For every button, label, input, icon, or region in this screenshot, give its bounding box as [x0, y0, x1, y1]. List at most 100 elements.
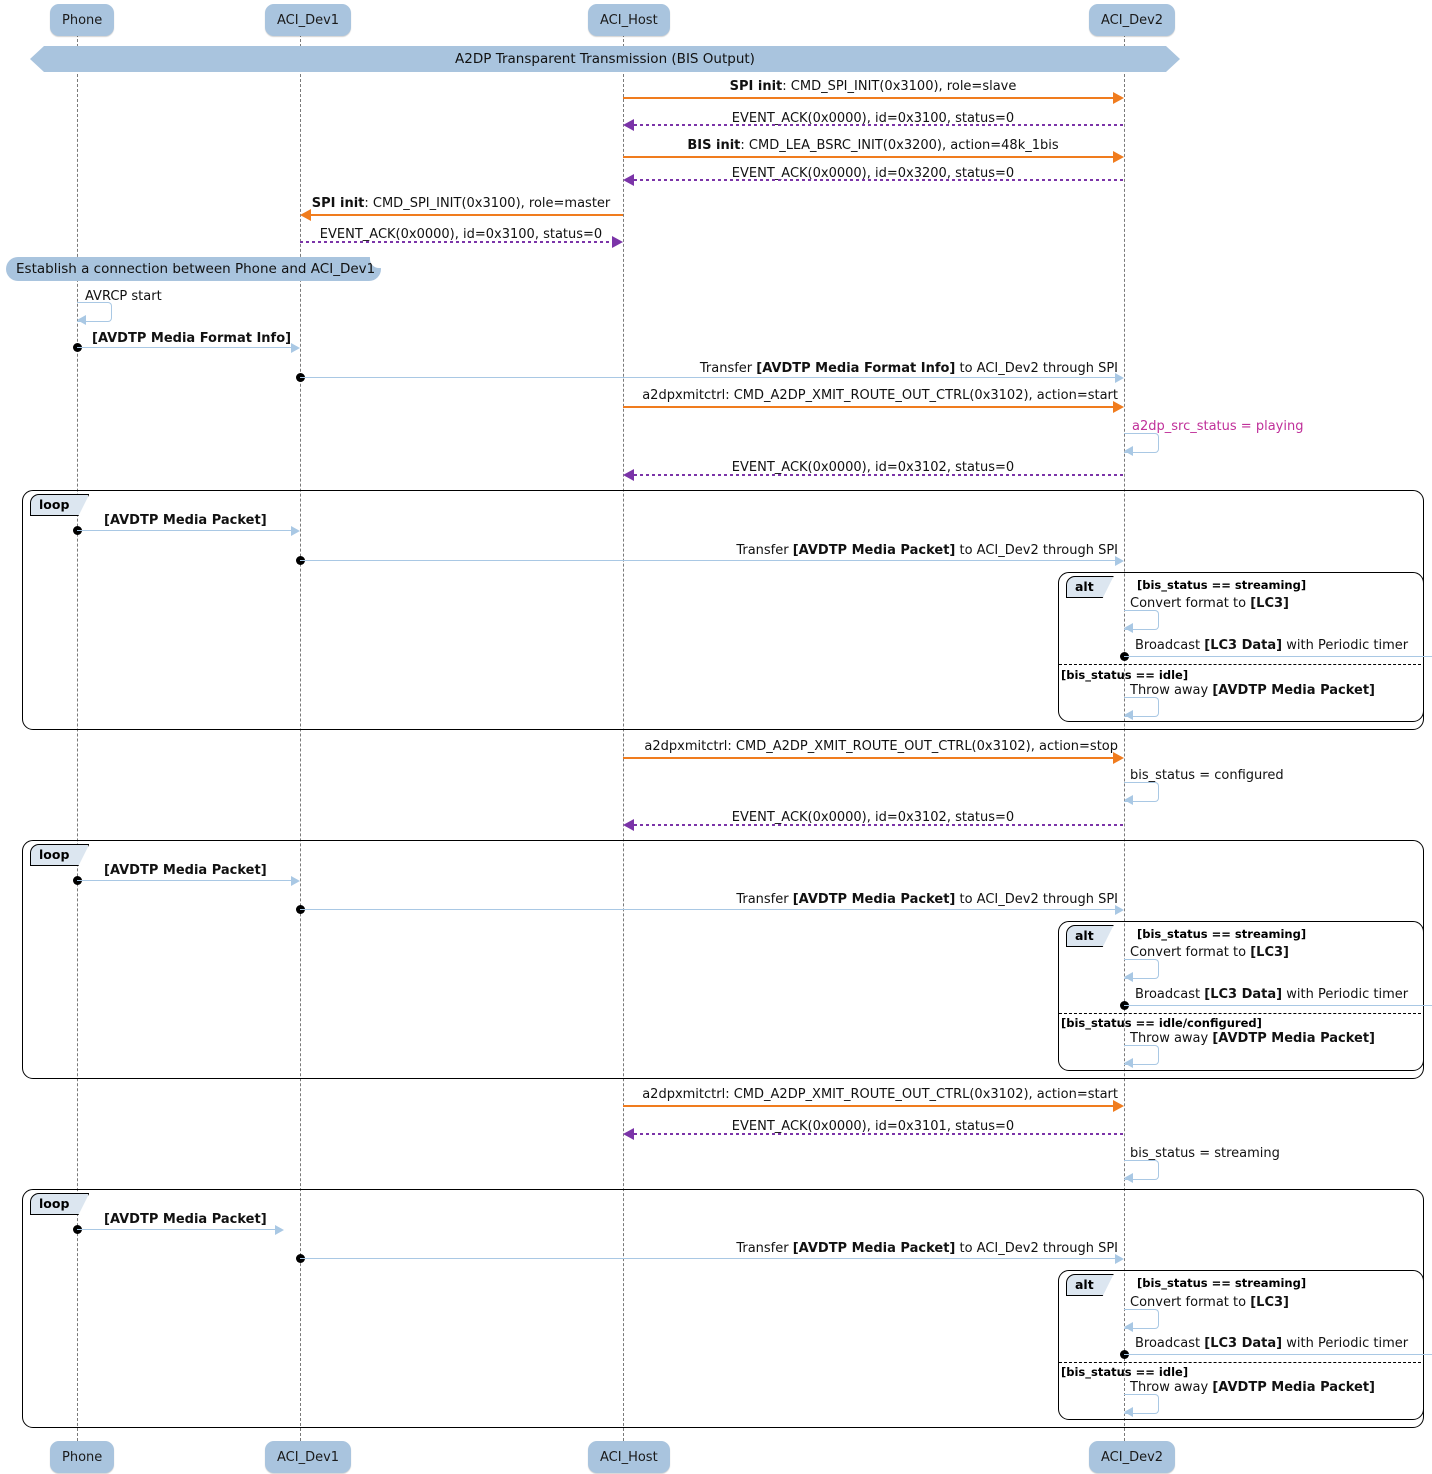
- arrowhead-m31: [1124, 1322, 1133, 1332]
- message-line-m13: [77, 530, 291, 531]
- message-label-m15: Convert format to [LC3]: [1130, 596, 1289, 611]
- message-line-m24: [1124, 1005, 1432, 1006]
- message-label-m31: Convert format to [LC3]: [1130, 1295, 1289, 1310]
- message-line-m05: [311, 214, 623, 216]
- self-message-m19: [1124, 782, 1159, 802]
- message-label-m05: SPI init: CMD_SPI_INIT(0x3100), role=mas…: [311, 196, 611, 211]
- title-divider: A2DP Transparent Transmission (BIS Outpu…: [30, 46, 1180, 72]
- arrowhead-m02: [623, 119, 634, 131]
- message-label-m16: Broadcast [LC3 Data] with Periodic timer: [1135, 638, 1409, 653]
- message-label-m22: Transfer [AVDTP Media Packet] to ACI_Dev…: [736, 892, 1118, 907]
- message-label-m17: Throw away [AVDTP Media Packet]: [1130, 683, 1375, 698]
- arrowhead-m01: [1113, 92, 1124, 104]
- arrowhead-m30: [1115, 1254, 1124, 1264]
- participant-label: ACI_Dev2: [1101, 1449, 1164, 1465]
- participant-aci-dev2-top[interactable]: ACI_Dev2: [1089, 4, 1176, 36]
- message-line-m32: [1124, 1354, 1432, 1355]
- arrowhead-m04: [623, 174, 634, 186]
- arrowhead-m06: [612, 236, 623, 248]
- message-label-m01: SPI init: CMD_SPI_INIT(0x3100), role=sla…: [729, 79, 1017, 94]
- fragment-keyword: loop: [39, 847, 70, 862]
- arrowhead-m21: [291, 876, 300, 886]
- participant-aci-dev1-bottom[interactable]: ACI_Dev1: [265, 1441, 352, 1473]
- participant-phone-bottom[interactable]: Phone: [50, 1441, 115, 1473]
- self-message-m11: [1124, 433, 1159, 453]
- arrowhead-m03: [1113, 151, 1124, 163]
- fragment-keyword: alt: [1075, 928, 1094, 943]
- participant-aci-host-top[interactable]: ACI_Host: [588, 4, 670, 36]
- arrowhead-m13: [291, 526, 300, 536]
- arrowhead-m33: [1124, 1407, 1133, 1417]
- self-message-m25: [1124, 1045, 1159, 1065]
- message-label-m33: Throw away [AVDTP Media Packet]: [1130, 1380, 1375, 1395]
- self-message-m23: [1124, 959, 1159, 979]
- participant-label: ACI_Dev1: [277, 1449, 340, 1465]
- arrowhead-m22: [1115, 905, 1124, 915]
- message-line-m10: [623, 406, 1113, 408]
- message-label-m28: bis_status = streaming: [1130, 1146, 1280, 1161]
- lifeline-phone: [77, 34, 78, 1446]
- message-line-m08: [77, 347, 291, 348]
- arrowhead-m09: [1115, 373, 1124, 383]
- message-label-m20: EVENT_ACK(0x0000), id=0x3102, status=0: [731, 810, 1015, 825]
- message-line-m29: [77, 1229, 275, 1230]
- message-line-m01: [623, 97, 1113, 99]
- fragment-alt-1-separator: [1059, 664, 1421, 665]
- self-message-m28: [1124, 1160, 1159, 1180]
- participant-label: Phone: [62, 12, 103, 28]
- fragment-alt-1-cond-2: [bis_status == idle]: [1061, 668, 1189, 682]
- fragment-alt-2-label: alt: [1066, 925, 1114, 947]
- arrowhead-m20: [623, 819, 634, 831]
- message-label-m19: bis_status = configured: [1130, 768, 1284, 783]
- lifeline-aci-host: [623, 34, 624, 1446]
- note-establish-connection: Establish a connection between Phone and…: [6, 257, 381, 281]
- message-label-m24: Broadcast [LC3 Data] with Periodic timer: [1135, 987, 1409, 1002]
- message-label-m29: [AVDTP Media Packet]: [104, 1212, 267, 1227]
- arrowhead-m10: [1113, 401, 1124, 413]
- message-line-m14: [300, 560, 1115, 561]
- participant-aci-dev1-top[interactable]: ACI_Dev1: [265, 4, 352, 36]
- message-line-m02: [634, 124, 1124, 126]
- message-label-m09: Transfer [AVDTP Media Format Info] to AC…: [699, 361, 1118, 376]
- message-label-m18: a2dpxmitctrl: CMD_A2DP_XMIT_ROUTE_OUT_CT…: [644, 739, 1118, 754]
- fragment-keyword: loop: [39, 1196, 70, 1211]
- participant-label: ACI_Dev2: [1101, 12, 1164, 28]
- arrowhead-m12: [623, 469, 634, 481]
- participant-aci-dev2-bottom[interactable]: ACI_Dev2: [1089, 1441, 1176, 1473]
- message-line-m12: [634, 474, 1124, 476]
- message-line-m04: [634, 179, 1124, 181]
- message-label-m02: EVENT_ACK(0x0000), id=0x3100, status=0: [731, 111, 1015, 126]
- message-label-m25: Throw away [AVDTP Media Packet]: [1130, 1031, 1375, 1046]
- arrowhead-m11: [1124, 446, 1133, 456]
- fragment-keyword: loop: [39, 497, 70, 512]
- message-label-m26: a2dpxmitctrl: CMD_A2DP_XMIT_ROUTE_OUT_CT…: [642, 1087, 1118, 1102]
- participant-aci-host-bottom[interactable]: ACI_Host: [588, 1441, 670, 1473]
- message-label-m32: Broadcast [LC3 Data] with Periodic timer: [1135, 1336, 1409, 1351]
- fragment-alt-1-cond-1: [bis_status == streaming]: [1137, 578, 1307, 592]
- message-line-m20: [634, 824, 1124, 826]
- message-line-m22: [300, 909, 1115, 910]
- message-label-m08: [AVDTP Media Format Info]: [92, 331, 292, 346]
- message-label-m03: BIS init: CMD_LEA_BSRC_INIT(0x3200), act…: [687, 138, 1059, 153]
- self-message-m33: [1124, 1394, 1159, 1414]
- message-line-m16: [1124, 656, 1432, 657]
- message-line-m21: [77, 880, 291, 881]
- message-label-m13: [AVDTP Media Packet]: [104, 513, 267, 528]
- message-label-m30: Transfer [AVDTP Media Packet] to ACI_Dev…: [736, 1241, 1118, 1256]
- fragment-alt-3: [1058, 1270, 1424, 1420]
- message-label-m21: [AVDTP Media Packet]: [104, 863, 267, 878]
- fragment-alt-1-label: alt: [1066, 576, 1114, 598]
- message-label-m27: EVENT_ACK(0x0000), id=0x3101, status=0: [731, 1119, 1015, 1134]
- message-label-m14: Transfer [AVDTP Media Packet] to ACI_Dev…: [736, 543, 1118, 558]
- participant-label: ACI_Host: [600, 12, 658, 28]
- message-line-m30: [300, 1258, 1115, 1259]
- message-line-m06: [300, 241, 612, 243]
- message-label-m07: AVRCP start: [85, 289, 162, 304]
- arrowhead-m18: [1113, 752, 1124, 764]
- participant-label: ACI_Dev1: [277, 12, 340, 28]
- self-message-m07: [77, 302, 112, 322]
- participant-phone-top[interactable]: Phone: [50, 4, 115, 36]
- arrowhead-m19: [1124, 795, 1133, 805]
- note-text: Establish a connection between Phone and…: [16, 261, 376, 277]
